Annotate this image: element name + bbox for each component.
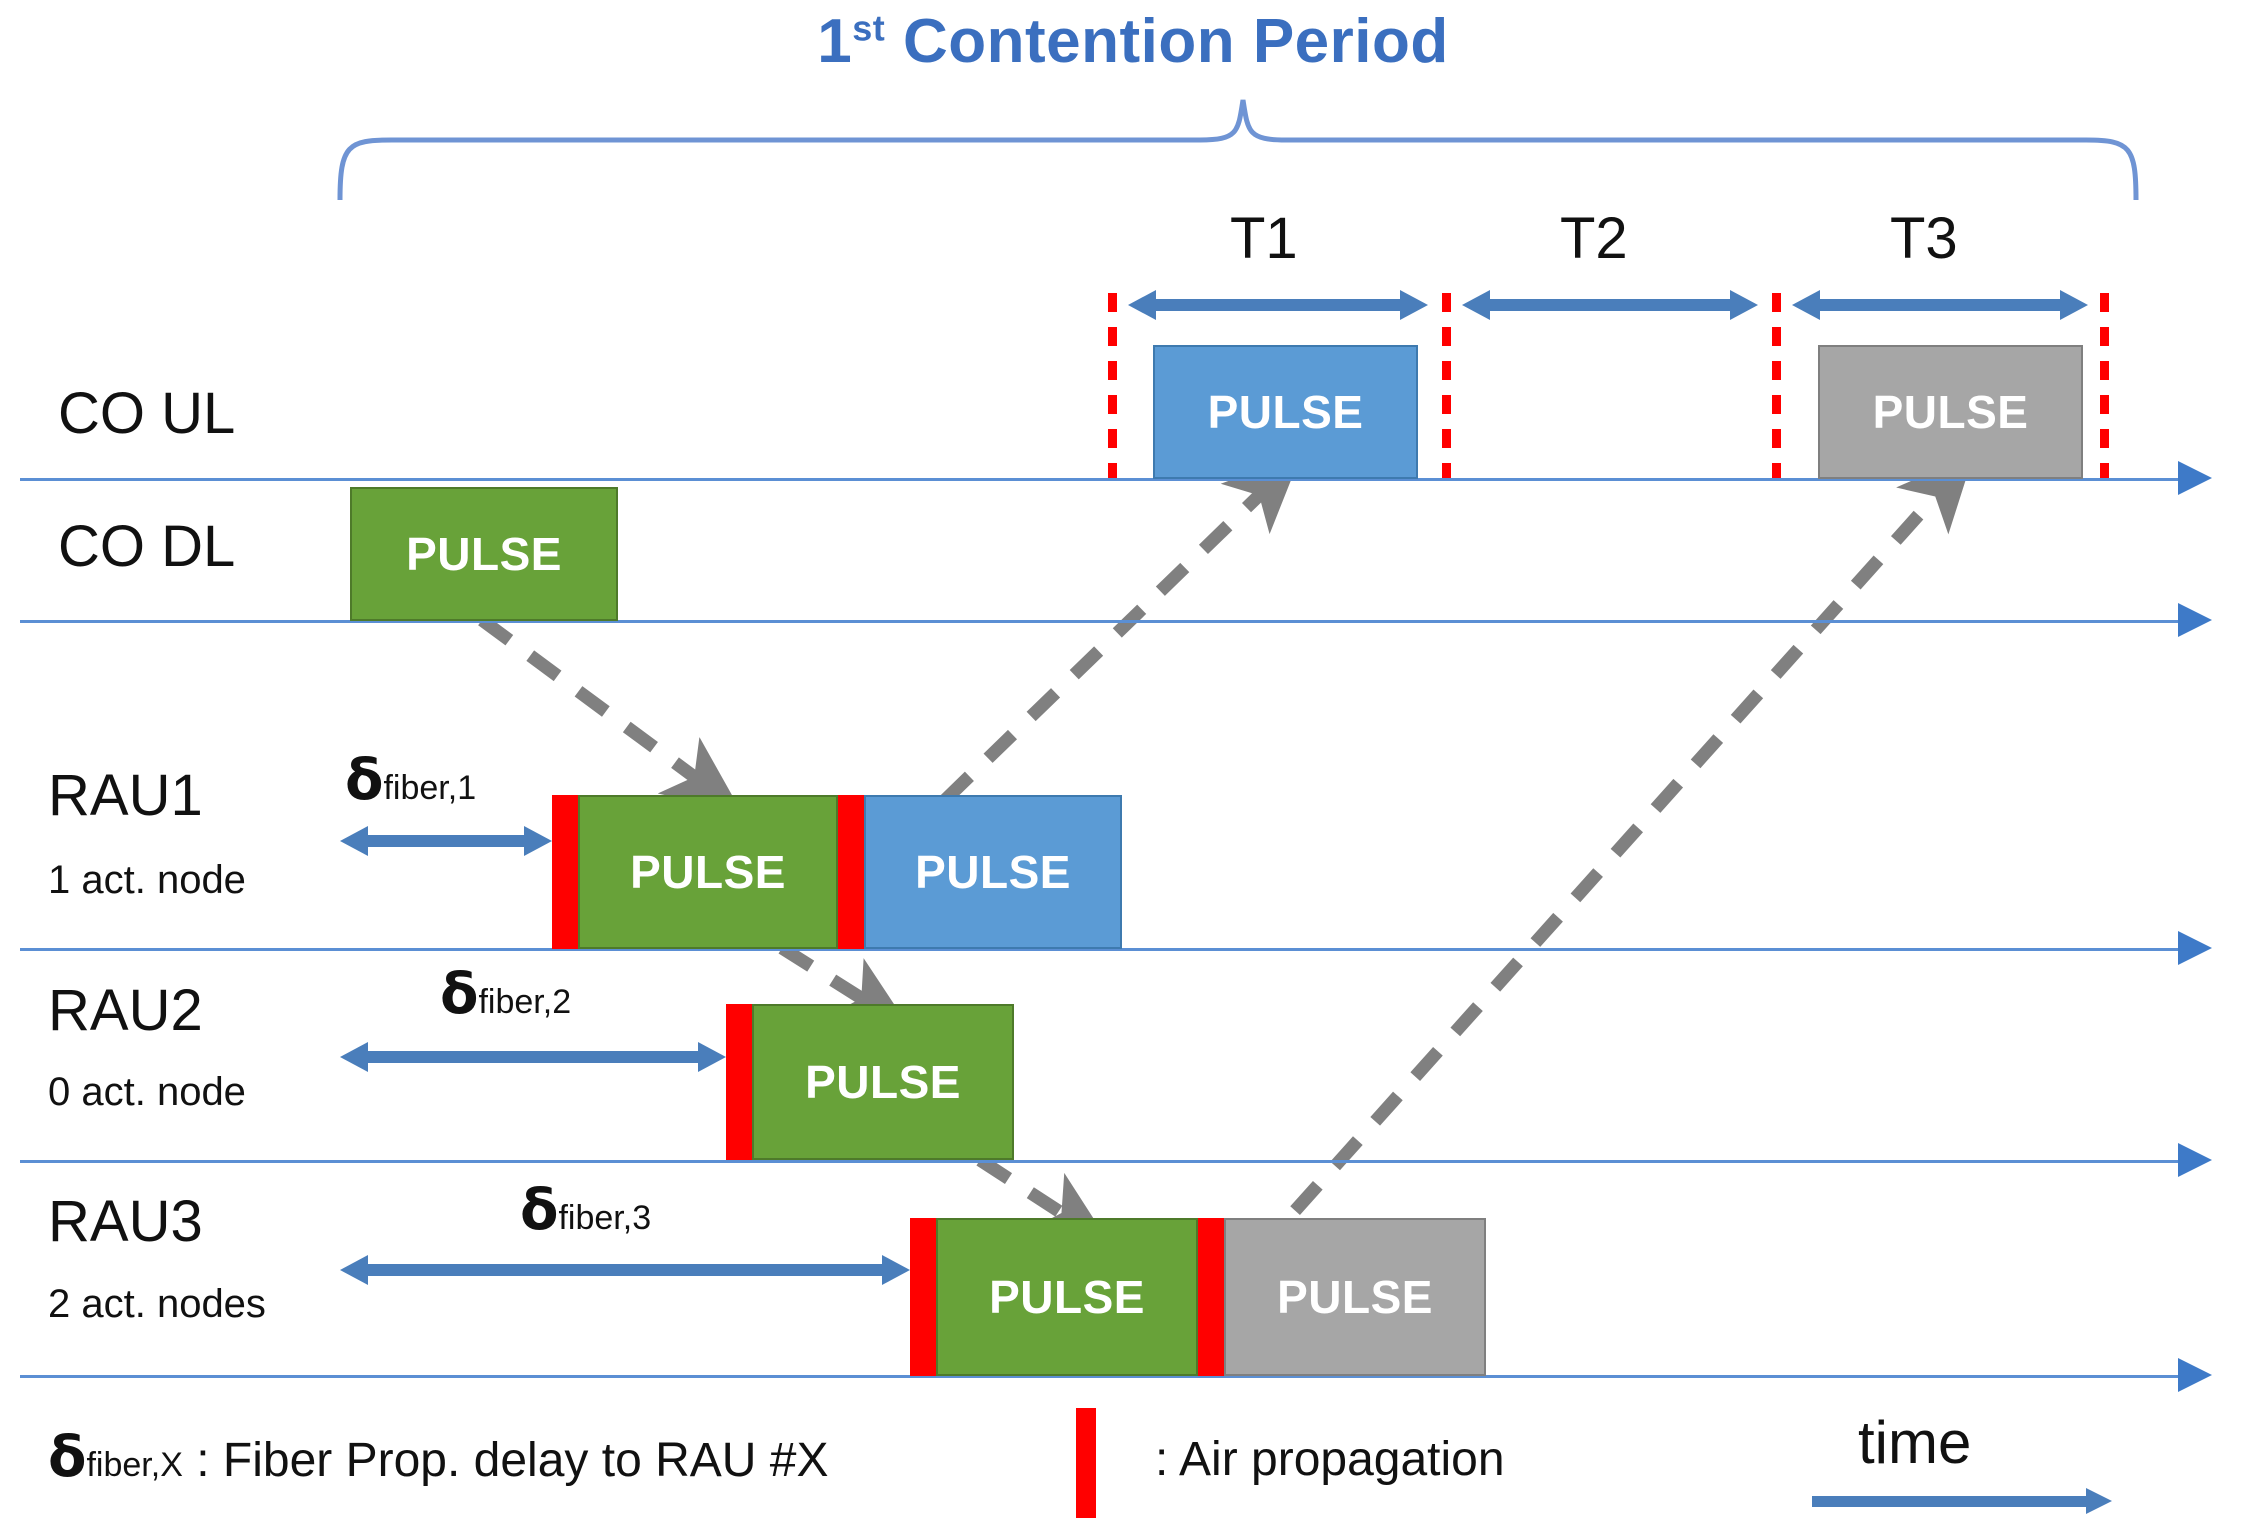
air-propagation-bar-rau3-a xyxy=(910,1218,936,1376)
delta-sub-1: fiber,1 xyxy=(383,769,477,807)
timeline-arrowhead-rau3 xyxy=(2178,1358,2212,1392)
measure-arrow-delta-fiber-2 xyxy=(340,1042,726,1072)
pulse-co-ul-t3: PULSE xyxy=(1818,345,2083,479)
timeline-arrowhead-rau1 xyxy=(2178,931,2212,965)
pulse-co-ul-t1: PULSE xyxy=(1153,345,1418,479)
period-label-t3: T3 xyxy=(1890,206,1958,271)
delta-symbol-3: δ xyxy=(520,1178,559,1243)
delta-symbol-2: δ xyxy=(440,962,479,1027)
timeline-axis-rau3 xyxy=(20,1375,2180,1378)
contention-period-brace xyxy=(337,99,2139,201)
row-label-co-dl: CO DL xyxy=(58,514,236,579)
period-label-t2: T2 xyxy=(1560,206,1628,271)
row-sublabel-rau2: 0 act. node xyxy=(48,1070,246,1114)
time-direction-arrow xyxy=(1812,1488,2112,1514)
delta-sub-3: fiber,3 xyxy=(558,1199,652,1237)
timeline-axis-co-ul xyxy=(20,478,2180,481)
row-sublabel-rau3: 2 act. nodes xyxy=(48,1282,266,1326)
pulse-rau2-green: PULSE xyxy=(752,1004,1014,1160)
measure-arrow-t2 xyxy=(1462,290,1758,320)
delta-sub-2: fiber,2 xyxy=(478,983,572,1021)
air-propagation-bar-rau1-a xyxy=(552,795,578,949)
row-label-co-ul: CO UL xyxy=(58,381,236,446)
pulse-co-dl: PULSE xyxy=(350,487,618,621)
period-separator-3 xyxy=(1772,293,1781,478)
dashed-arrow-rau3-to-coul xyxy=(1210,452,1975,1305)
delta-fiber-2-label: δfiber,2 xyxy=(440,962,571,1027)
row-sublabel-rau1: 1 act. node xyxy=(48,858,246,902)
period-separator-4 xyxy=(2100,293,2109,478)
air-propagation-bar-rau1-b xyxy=(838,795,864,949)
period-separator-1 xyxy=(1108,293,1117,478)
timeline-arrowhead-co-ul xyxy=(2178,461,2212,495)
pulse-rau1-blue: PULSE xyxy=(864,795,1122,949)
legend-delta-desc: : Fiber Prop. delay to RAU #X xyxy=(182,1434,829,1487)
title-superscript: st xyxy=(852,7,886,49)
legend-air-propagation-bar xyxy=(1076,1408,1096,1518)
title-rest: Contention Period xyxy=(885,7,1449,76)
dashed-arrow-codl-to-rau1 xyxy=(478,614,742,812)
measure-arrow-t3 xyxy=(1792,290,2088,320)
delta-symbol-1: δ xyxy=(345,748,384,813)
row-label-rau1: RAU1 xyxy=(48,763,203,828)
pulse-rau3-green: PULSE xyxy=(936,1218,1198,1376)
timeline-axis-co-dl xyxy=(20,620,2180,623)
air-propagation-bar-rau3-b xyxy=(1198,1218,1224,1376)
delta-fiber-3-label: δfiber,3 xyxy=(520,1178,651,1243)
measure-arrow-delta-fiber-1 xyxy=(340,826,552,856)
legend-fiber-delay: δfiber,X : Fiber Prop. delay to RAU #X xyxy=(48,1425,828,1490)
measure-arrow-delta-fiber-3 xyxy=(340,1255,910,1285)
timeline-arrowhead-co-dl xyxy=(2178,603,2212,637)
legend-delta-symbol: δ xyxy=(48,1425,87,1490)
pulse-rau1-green: PULSE xyxy=(578,795,838,949)
dashed-arrow-rau1-to-coul xyxy=(940,454,1302,805)
time-axis-label: time xyxy=(1858,1409,1972,1476)
legend-air-propagation-desc: : Air propagation xyxy=(1155,1433,1505,1486)
row-label-rau3: RAU3 xyxy=(48,1189,203,1254)
period-separator-2 xyxy=(1442,293,1451,478)
page-title: 1st Contention Period xyxy=(0,6,2266,77)
timeline-arrowhead-rau2 xyxy=(2178,1143,2212,1177)
legend-delta-sub: fiber,X xyxy=(86,1446,183,1484)
dashed-arrow-rau2-to-rau3 xyxy=(976,1154,1111,1245)
pulse-rau3-gray: PULSE xyxy=(1224,1218,1486,1376)
title-prefix: 1 xyxy=(817,7,853,76)
air-propagation-bar-rau2 xyxy=(726,1004,752,1160)
delta-fiber-1-label: δfiber,1 xyxy=(345,748,476,813)
period-label-t1: T1 xyxy=(1230,206,1298,271)
row-label-rau2: RAU2 xyxy=(48,978,203,1043)
measure-arrow-t1 xyxy=(1128,290,1428,320)
timeline-axis-rau2 xyxy=(20,1160,2180,1163)
timeline-axis-rau1 xyxy=(20,948,2180,951)
dashed-arrow-rau1-to-rau2 xyxy=(778,942,911,1030)
